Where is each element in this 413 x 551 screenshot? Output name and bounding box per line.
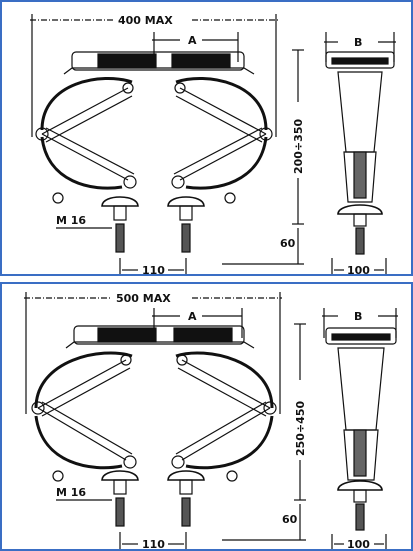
overall-width-label: 400 MAX	[118, 14, 173, 27]
bolt-spacing-label: 110	[142, 538, 165, 549]
thread-label: M 16	[56, 214, 86, 227]
thread-label: M 16	[56, 486, 86, 499]
side-width-label: 100	[347, 538, 370, 549]
side-width-label: 100	[347, 264, 370, 274]
dim-a-label: A	[188, 310, 197, 323]
pantograph-drawing: 400 MAX A M 16 110 60 200÷350 B 100	[30, 14, 396, 274]
dim-b-label: B	[354, 36, 362, 49]
bottom-height-label: 60	[280, 237, 296, 250]
height-range-label: 200÷350	[292, 119, 305, 174]
dim-a-label: A	[188, 34, 197, 47]
pantograph-diagram-500: 500 MAX A M 16 110 60 250÷450 B 100	[0, 282, 413, 551]
pantograph-diagram-400: 400 MAX A M 16 110 60 200÷350 B 100	[0, 0, 413, 276]
bottom-height-label: 60	[282, 513, 298, 526]
pantograph-drawing: 500 MAX A M 16 110 60 250÷450 B 100	[24, 292, 398, 549]
height-range-label: 250÷450	[294, 401, 307, 456]
dim-b-label: B	[354, 310, 362, 323]
bolt-spacing-label: 110	[142, 264, 165, 274]
overall-width-label: 500 MAX	[116, 292, 171, 305]
